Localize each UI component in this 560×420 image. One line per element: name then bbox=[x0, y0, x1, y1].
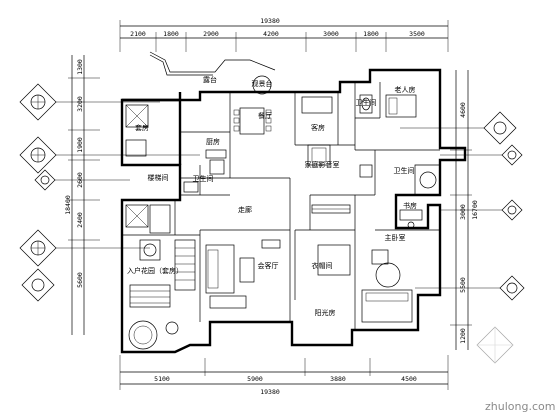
left-dim-5: 2400 bbox=[76, 212, 84, 228]
right-dim-1: 4600 bbox=[459, 102, 467, 118]
interior-walls bbox=[122, 82, 440, 330]
label-entrance: 入户花园（套房） bbox=[127, 266, 183, 275]
bottom-dimension-chain: 5100 5900 3880 4500 19380 bbox=[119, 355, 449, 396]
label-balcony-top: 露台 bbox=[203, 75, 217, 84]
dressing-room bbox=[311, 204, 351, 276]
label-sun-room: 阳光房 bbox=[315, 308, 336, 317]
label-master-bed: 主卧室 bbox=[385, 233, 406, 242]
watermark-text: zhulong.com bbox=[485, 400, 555, 413]
right-dim-4: 1200 bbox=[459, 328, 467, 344]
watermark: zhulong.com bbox=[476, 326, 555, 413]
entrance-garden bbox=[128, 239, 196, 350]
top-dim-1: 2100 bbox=[130, 30, 146, 38]
elevation-marker-2 bbox=[19, 136, 57, 174]
elderly-room-bed bbox=[385, 94, 417, 118]
study-desk bbox=[399, 209, 423, 229]
stair-core bbox=[125, 104, 171, 234]
exterior-walls bbox=[120, 51, 467, 354]
label-living: 会客厅 bbox=[258, 261, 279, 270]
label-guest-room: 客房 bbox=[311, 123, 325, 132]
label-stair: 楼梯间 bbox=[148, 173, 169, 182]
master-bed bbox=[361, 249, 413, 323]
top-total-dimension: 19380 bbox=[260, 17, 280, 25]
left-total-dimension: 18400 bbox=[64, 195, 72, 215]
guest-room-bed bbox=[301, 96, 333, 166]
elevation-marker-4 bbox=[21, 268, 55, 302]
dining-table bbox=[233, 75, 272, 135]
left-dim-1: 1300 bbox=[76, 59, 84, 75]
left-dim-3: 1900 bbox=[76, 137, 84, 153]
label-guest-bath: 卫生间 bbox=[193, 174, 214, 183]
top-dim-4: 4200 bbox=[263, 30, 279, 38]
label-bath-c: 卫生间 bbox=[394, 166, 415, 175]
right-dim-3: 5500 bbox=[459, 277, 467, 293]
section-leader-lines bbox=[55, 101, 200, 249]
kitchen-counters bbox=[183, 149, 227, 193]
left-dimension-chain: 1300 3200 1900 2600 2400 5600 18400 bbox=[64, 55, 100, 335]
bottom-dim-4: 4500 bbox=[401, 375, 417, 383]
bottom-dim-1: 5100 bbox=[154, 375, 170, 383]
bath-fixtures bbox=[359, 94, 441, 196]
elevation-markers-right bbox=[400, 111, 525, 301]
bottom-total-dimension: 19380 bbox=[260, 388, 280, 396]
label-kitchen: 厨房 bbox=[206, 137, 220, 146]
bottom-dim-2: 5900 bbox=[247, 375, 263, 383]
elevation-markers-left bbox=[19, 83, 57, 302]
elevation-marker-5 bbox=[34, 169, 56, 191]
label-family-lounge: 家庭影音室 bbox=[305, 160, 340, 169]
elevation-marker-1 bbox=[19, 83, 57, 121]
label-study: 书房 bbox=[403, 201, 417, 210]
label-left-room: 套房 bbox=[135, 123, 149, 132]
right-dim-2: 3000 bbox=[459, 204, 467, 220]
bottom-dim-3: 3880 bbox=[330, 375, 346, 383]
top-dim-5: 3000 bbox=[323, 30, 339, 38]
top-dim-6: 1800 bbox=[363, 30, 379, 38]
label-viewing-balcony: 观景台 bbox=[252, 79, 273, 88]
label-elderly-room: 老人房 bbox=[395, 85, 416, 94]
elevation-marker-3 bbox=[19, 229, 57, 267]
elevation-marker-6 bbox=[483, 111, 517, 145]
left-dim-2: 3200 bbox=[76, 96, 84, 112]
elevation-marker-8 bbox=[501, 199, 523, 221]
top-dimension-chain: 19380 2100 1800 2900 4200 3000 1800 3500 bbox=[119, 17, 449, 52]
left-dim-6: 5600 bbox=[76, 272, 84, 288]
room-labels: 露台 观景台 餐厅 厨房 卫生间 客房 卫生间 老人房 家庭影音室 卫生间 书房… bbox=[127, 75, 417, 317]
living-room-sofa bbox=[205, 239, 281, 309]
top-dim-2: 1800 bbox=[163, 30, 179, 38]
elevation-marker-7 bbox=[501, 144, 523, 166]
top-dim-7: 3500 bbox=[409, 30, 425, 38]
label-dressing: 衣帽间 bbox=[312, 261, 333, 270]
top-dim-3: 2900 bbox=[203, 30, 219, 38]
label-bath-b: 卫生间 bbox=[356, 98, 377, 107]
label-dining: 餐厅 bbox=[258, 111, 272, 120]
elevation-marker-9 bbox=[499, 275, 525, 301]
label-corridor: 走廊 bbox=[238, 205, 252, 214]
